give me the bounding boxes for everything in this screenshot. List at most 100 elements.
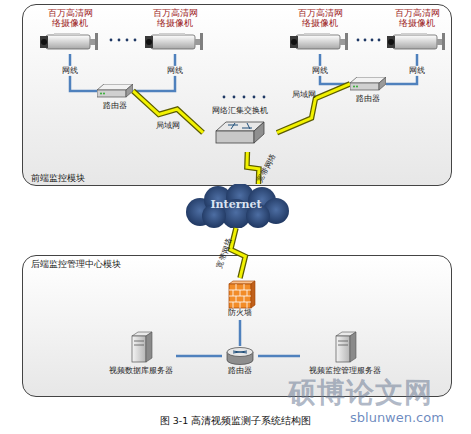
network-cable xyxy=(258,355,300,356)
camera-icon xyxy=(40,33,98,50)
firewall-side xyxy=(251,281,255,308)
switch-side xyxy=(254,122,264,143)
camera-icon xyxy=(290,33,348,50)
node-label: 防火墙 xyxy=(216,308,264,317)
module-band: 后端监控管理中心模块防火墙视频数据库服务器路由器视频监控管理服务器 xyxy=(22,255,452,397)
camera-icon xyxy=(145,33,203,50)
node-label: 百万高清网络摄像机 xyxy=(394,8,440,28)
module-band: 前端监控模块 百万高清网络摄像机 百万高清网络摄像机 百万高清网络摄像机 百万高清网络摄… xyxy=(22,4,452,186)
server-side xyxy=(350,332,356,362)
switch-top xyxy=(216,122,264,131)
firewall-top xyxy=(229,281,255,284)
switch-arrows xyxy=(228,123,252,129)
lightning-outline xyxy=(133,91,203,133)
dot xyxy=(126,39,129,42)
node-label: 后端监控管理中心模块 xyxy=(31,259,191,269)
server-top xyxy=(336,332,356,336)
server-front xyxy=(132,336,146,362)
node-label: 路由器 xyxy=(344,94,392,103)
server-icon xyxy=(336,332,356,362)
server-node: 视频数据库服务器 xyxy=(106,334,176,380)
server-side xyxy=(146,332,152,362)
lightning-link xyxy=(231,228,246,278)
firewall-bricks xyxy=(229,284,251,308)
dot xyxy=(263,96,266,99)
ellipsis-dots xyxy=(110,39,381,99)
router-icon xyxy=(350,77,386,90)
dot xyxy=(233,96,236,99)
edge-label: 局域网 xyxy=(156,122,180,130)
network-cable xyxy=(240,320,241,346)
server-front xyxy=(336,336,350,362)
lightning-core xyxy=(277,84,350,133)
dot xyxy=(378,39,381,42)
firewall-icon xyxy=(229,281,255,308)
node-label: 视频数据库服务器 xyxy=(106,366,176,375)
node-label: 百万高清网络摄像机 xyxy=(297,8,343,28)
node-label: 路由器 xyxy=(91,101,139,110)
server-bays xyxy=(338,341,348,345)
dot xyxy=(223,96,226,99)
node-label: Internet xyxy=(180,199,292,212)
lightning-link xyxy=(277,84,350,133)
node-label: 视频监控管理服务器 xyxy=(300,366,390,375)
edge-label: 网线 xyxy=(312,66,328,76)
router-node: 路由器 xyxy=(222,346,258,380)
camera-node: 百万高清网络摄像机 xyxy=(37,8,103,54)
node-label: 网络汇集交换机 xyxy=(203,106,277,115)
router-icon xyxy=(97,84,133,97)
edge-label: 网线 xyxy=(409,66,425,76)
edge-label: 宽带网络 xyxy=(256,152,278,184)
router-arrows xyxy=(233,351,247,353)
camera-node: 百万高清网络摄像机 xyxy=(287,8,353,54)
dot xyxy=(357,39,360,42)
cable-line xyxy=(258,355,300,358)
camera-icon xyxy=(387,33,445,50)
edge-label: 宽带网络 xyxy=(216,237,235,270)
cable-line xyxy=(239,320,242,346)
server-bays xyxy=(134,341,144,345)
network-cable xyxy=(176,355,222,356)
edge-label: 网线 xyxy=(62,66,78,76)
watermark-text: 硕博论文网 xyxy=(288,378,433,409)
switch-node: 网络汇集交换机 xyxy=(203,106,277,152)
dot xyxy=(134,39,137,42)
cable-line xyxy=(176,355,222,358)
lightning-core xyxy=(231,228,246,278)
node-label: 路由器 xyxy=(216,366,264,375)
firewall-node: 防火墙 xyxy=(222,278,258,320)
router-node: 路由器 xyxy=(97,84,133,114)
node-label: 百万高清网络摄像机 xyxy=(47,8,93,28)
dot xyxy=(364,39,367,42)
server-icon xyxy=(132,332,152,362)
firewall-front xyxy=(229,284,251,308)
lightning-link xyxy=(133,91,203,133)
lightning-outline xyxy=(231,228,246,278)
camera-node: 百万高清网络摄像机 xyxy=(142,8,208,54)
dot xyxy=(110,39,113,42)
switch-icon xyxy=(216,122,264,143)
router-top xyxy=(227,348,253,357)
server-node: 视频监控管理服务器 xyxy=(300,334,390,380)
lightning-core xyxy=(133,91,203,133)
switch-front xyxy=(216,131,254,143)
lightning-outline xyxy=(277,84,350,133)
watermark-url: sblunwen.com xyxy=(350,411,444,425)
dot xyxy=(371,39,374,42)
edge-label: 网线 xyxy=(167,66,183,76)
figure-caption: 图 3-1 高清视频监测子系统结构图 xyxy=(0,415,471,428)
camera-node: 百万高清网络摄像机 xyxy=(384,8,450,54)
router-node: 路由器 xyxy=(350,77,386,107)
node-label: 百万高清网络摄像机 xyxy=(152,8,198,28)
node-label: 前端监控模块 xyxy=(31,173,171,183)
dot xyxy=(243,96,246,99)
dot xyxy=(253,96,256,99)
router-cylinder xyxy=(227,352,253,365)
cloud-node: Internet xyxy=(180,184,292,228)
router-icon xyxy=(227,348,253,365)
server-top xyxy=(132,332,152,336)
dot xyxy=(118,39,121,42)
